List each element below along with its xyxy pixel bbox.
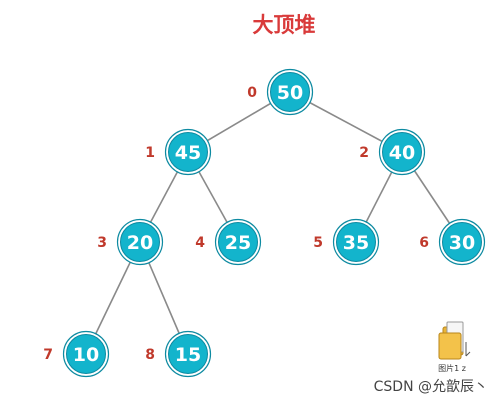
- node-value: 20: [127, 232, 153, 254]
- heap-node-8: 15 8: [145, 330, 212, 378]
- node-index-label: 2: [359, 145, 369, 161]
- node-index-label: 6: [419, 235, 429, 251]
- node-circle: [168, 132, 208, 172]
- node-value: 45: [175, 142, 201, 164]
- diagram-title: 大顶堆: [253, 13, 316, 37]
- desktop-file-icon[interactable]: 图片1 z: [438, 321, 471, 373]
- node-index-label: 7: [43, 347, 53, 363]
- node-value: 40: [389, 142, 415, 164]
- node-index-label: 3: [97, 235, 107, 251]
- node-value: 35: [343, 232, 369, 254]
- node-circle: [382, 132, 422, 172]
- heap-node-0: 50 0: [247, 68, 314, 116]
- node-value: 15: [175, 344, 201, 366]
- node-circle: [168, 334, 208, 374]
- node-index-label: 5: [313, 235, 323, 251]
- node-index-label: 8: [145, 347, 155, 363]
- node-value: 10: [73, 344, 99, 366]
- node-value: 50: [277, 82, 303, 104]
- node-circle: [442, 222, 482, 262]
- heap-node-5: 35 5: [313, 218, 380, 266]
- heap-node-1: 45 1: [145, 128, 212, 176]
- nodes-layer: 50 0 45 1 40 2 20 3 25 4 35 5 30 6 10 7 15 8: [43, 68, 486, 378]
- node-circle: [120, 222, 160, 262]
- node-index-label: 0: [247, 85, 257, 101]
- desktop-file-caption: 图片1 z: [438, 363, 466, 373]
- heap-node-7: 10 7: [43, 330, 110, 378]
- folder-file-icon: [438, 321, 471, 360]
- heap-node-3: 20 3: [97, 218, 164, 266]
- node-circle: [66, 334, 106, 374]
- node-circle: [218, 222, 258, 262]
- node-circle: [336, 222, 376, 262]
- node-value: 25: [225, 232, 251, 254]
- heap-node-4: 25 4: [195, 218, 262, 266]
- node-index-label: 1: [145, 145, 155, 161]
- heap-node-2: 40 2: [359, 128, 426, 176]
- csdn-watermark: CSDN @允歆辰丶: [374, 379, 488, 395]
- node-index-label: 4: [195, 235, 205, 251]
- heap-node-6: 30 6: [419, 218, 486, 266]
- node-value: 30: [449, 232, 475, 254]
- node-circle: [270, 72, 310, 112]
